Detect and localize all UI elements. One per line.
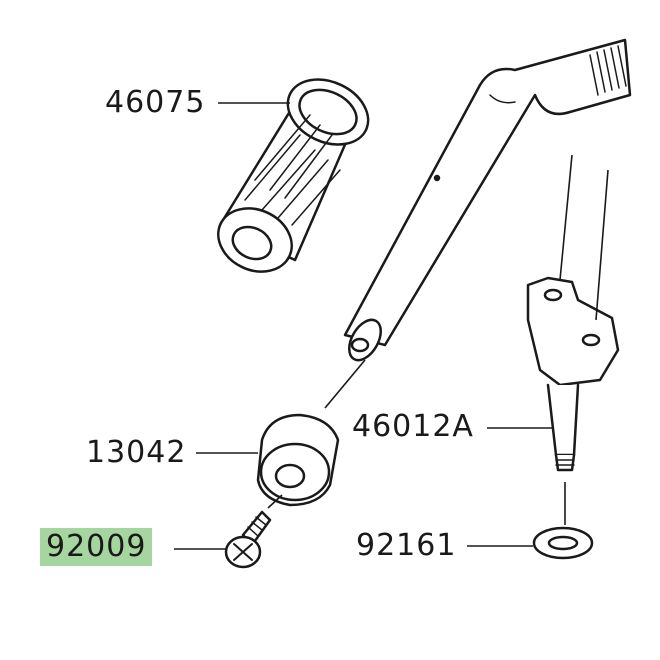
- part-number-weight: 13042: [86, 435, 187, 470]
- axis-holder-2: [595, 169, 609, 321]
- axis-screw: [267, 494, 283, 509]
- part-number-grip: 46075: [105, 85, 206, 120]
- grip-part: [217, 78, 370, 273]
- axis-weight: [324, 359, 366, 409]
- washer-part: [532, 526, 594, 560]
- holder-part: [526, 276, 620, 472]
- screw-part: [224, 510, 272, 569]
- part-number-screw: 92009: [40, 528, 153, 566]
- axis-holder: [559, 154, 573, 281]
- weight-part: [256, 413, 340, 507]
- part-number-washer: 92161: [356, 528, 457, 563]
- part-number-holder: 46012A: [352, 409, 474, 444]
- handlebar: [343, 38, 632, 362]
